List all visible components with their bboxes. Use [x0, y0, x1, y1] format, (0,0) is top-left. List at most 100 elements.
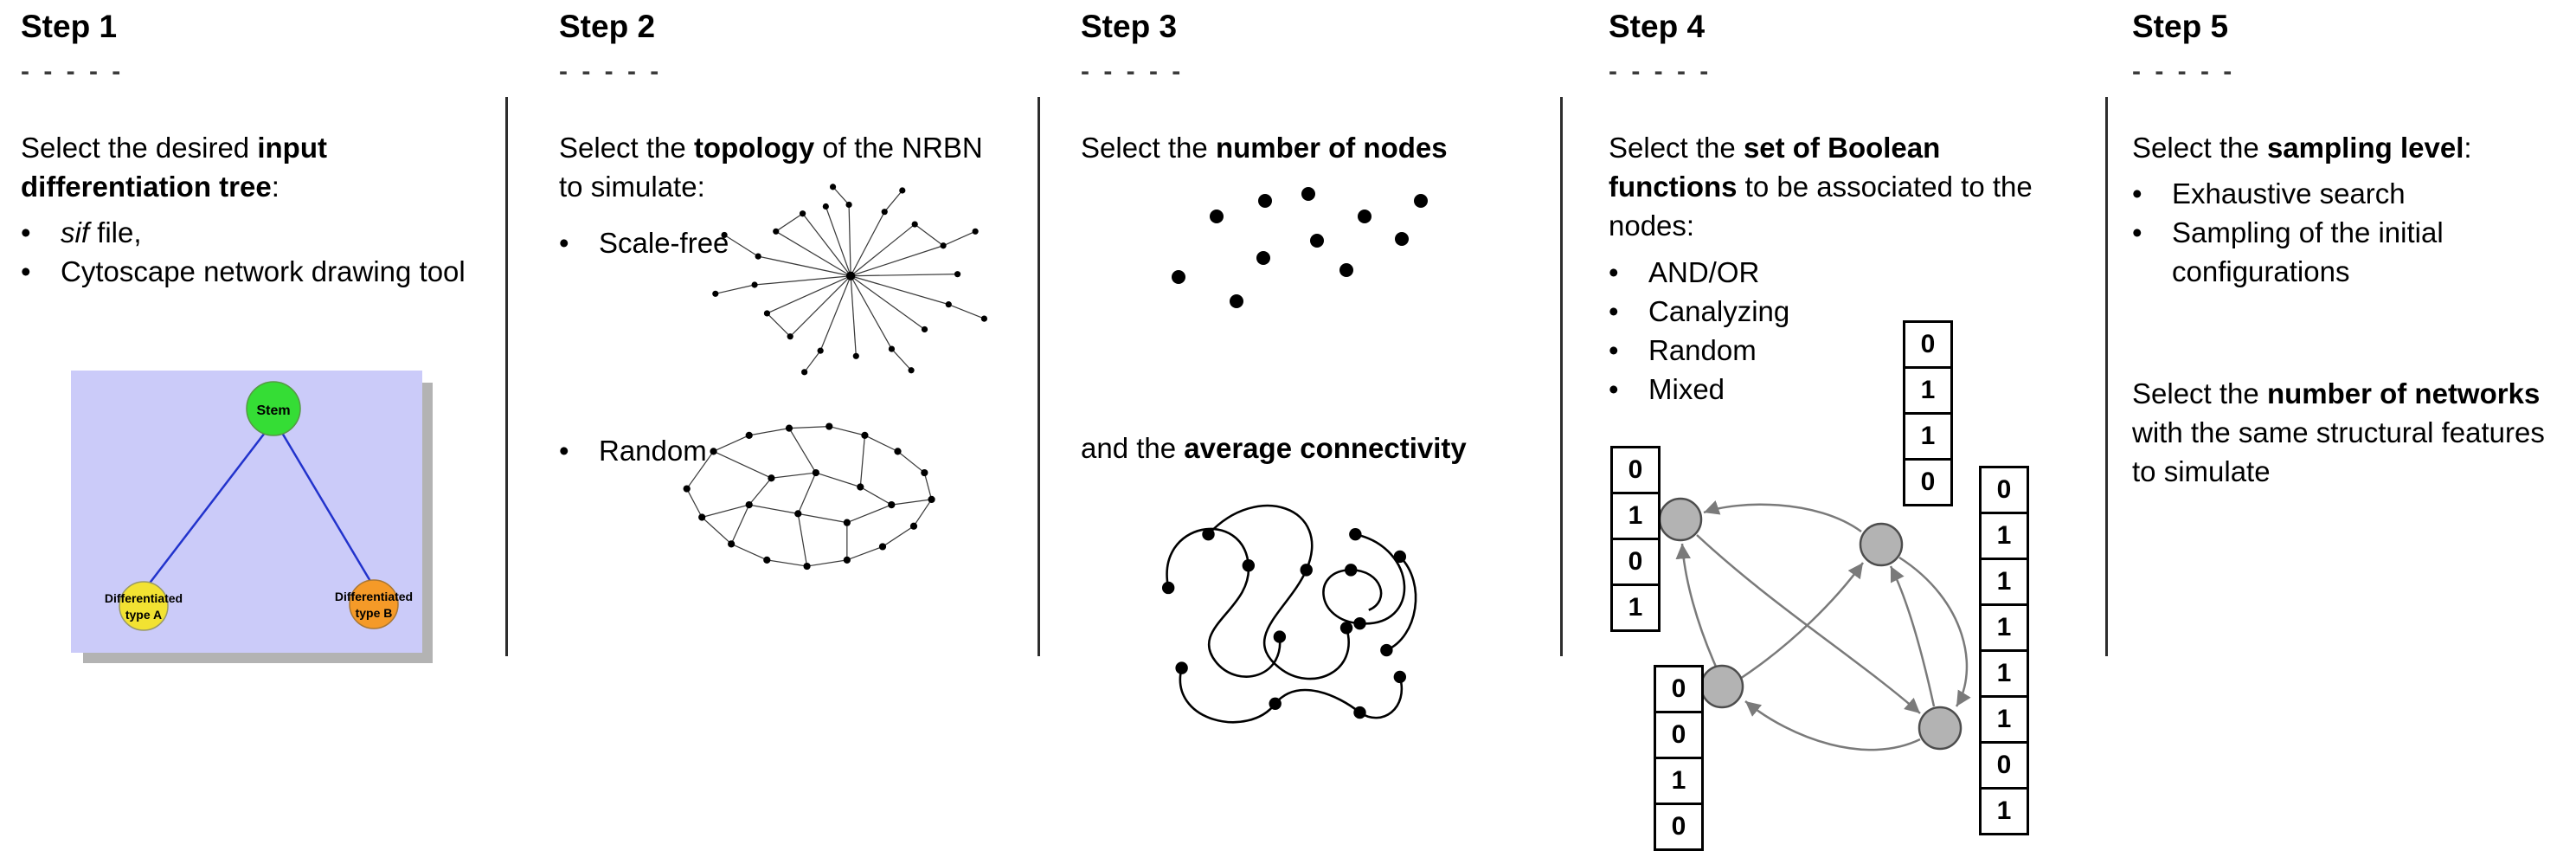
step5-networks-bold: number of networks [2266, 377, 2541, 409]
bullet-label: sif file, [61, 213, 142, 252]
step2-title: Step 2 [559, 9, 656, 44]
step5-intro-pre: Select the [2132, 132, 2267, 164]
truth-table-cell: 0 [1654, 803, 1704, 851]
bullet-marker: • [1609, 256, 1619, 288]
step3-intro-pre: Select the [1081, 132, 1216, 164]
truth-table-cell: 1 [1654, 757, 1704, 805]
truth-table-cell: 1 [1979, 558, 2029, 606]
column-divider-3 [1560, 97, 1563, 656]
connectivity-network-graphic [1161, 504, 1417, 724]
truth-table-cell: 0 [1610, 446, 1661, 494]
tree-edge-a [145, 432, 266, 590]
step4-column: Step 4 - - - - - Select the set of Boole… [1609, 0, 2097, 851]
bullet-item-sif-file: • sif file, [21, 213, 488, 252]
step2-intro-pre: Select the [559, 132, 694, 164]
truth-table-cell: 1 [1979, 649, 2029, 698]
bullet-marker: • [1609, 373, 1619, 405]
step4-intro-pre: Select the [1609, 132, 1744, 164]
step4-dashed-separator: - - - - - [1609, 57, 1712, 86]
type-b-label-line2: type B [356, 606, 393, 620]
step1-intro-bold: input differentiation tree [21, 132, 327, 203]
type-a-label-line1: Differentiated [105, 591, 183, 605]
truth-table-cell: 0 [1979, 466, 2029, 514]
bullet-item-sampling: • Sampling of the initial configurations [2132, 213, 2569, 291]
bullet-label: AND/OR [1648, 256, 1760, 288]
column-divider-4 [2105, 97, 2108, 656]
truth-table-cell: 0 [1903, 320, 1953, 369]
sif-rest: file, [89, 216, 142, 248]
differentiation-tree-figure: Stem Differentiated type A Differentiate… [71, 371, 443, 669]
boolean-node-b [1859, 522, 1904, 567]
bullet-marker: • [21, 216, 31, 248]
stem-node [246, 381, 301, 436]
bullet-marker: • [21, 255, 31, 287]
step1-column: Step 1 - - - - - Select the desired inpu… [21, 0, 488, 851]
bullet-label: Sampling of the initial configurations [2172, 216, 2444, 287]
step3-intro: Select the number of nodes [1081, 128, 1552, 167]
bullet-label: Canalyzing [1648, 295, 1790, 327]
step2-intro-post: of the NRBN to simulate: [559, 132, 983, 203]
step1-intro: Select the desired input differentiation… [21, 128, 488, 206]
step1-intro-pre: Select the desired [21, 132, 258, 164]
step3-intro-bold: number of nodes [1215, 132, 1448, 164]
step5-networks-post: with the same structural features to sim… [2132, 416, 2545, 487]
truth-table-cell: 1 [1610, 583, 1661, 632]
bullet-item-random-fn: • Random [1609, 331, 1894, 370]
step1-dashed-separator: - - - - - [21, 57, 125, 86]
bullet-label: Random [599, 435, 707, 467]
type-a-label-line2: type A [125, 608, 162, 622]
truth-table-cell: 1 [1610, 492, 1661, 540]
step5-intro: Select the sampling level: [2132, 128, 2569, 167]
step4-bullets: • AND/OR • Canalyzing • Random • Mixed [1609, 253, 1894, 409]
bullet-item-andor: • AND/OR [1609, 253, 1894, 292]
bullet-label: Scale-free [599, 227, 729, 259]
step4-intro-bold: set of Boolean functions [1609, 132, 1941, 203]
bullet-marker: • [559, 227, 569, 259]
step5-intro-post: : [2464, 132, 2472, 164]
step1-intro-post: : [271, 171, 279, 203]
truth-table-cell: 1 [1979, 695, 2029, 744]
step5-title: Step 5 [2132, 9, 2229, 44]
bullet-label: Mixed [1648, 373, 1725, 405]
step5-text-block: Select the sampling level: • Exhaustive … [2132, 128, 2569, 291]
step5-column: Step 5 - - - - - Select the sampling lev… [2132, 0, 2569, 851]
truth-table-cell: 0 [1979, 741, 2029, 790]
step4-intro-post: to be associated to the nodes: [1609, 171, 2033, 242]
step1-title: Step 1 [21, 9, 118, 44]
bullet-item-mixed: • Mixed [1609, 370, 1894, 409]
step5-networks-pre: Select the [2132, 377, 2267, 409]
type-a-node [119, 581, 169, 631]
tree-edge-b [280, 432, 376, 588]
step5-networks-text: Select the number of networks with the s… [2132, 374, 2569, 491]
scale-free-network-graphic [712, 184, 988, 376]
differentiation-tree-svg: Stem Differentiated type A Differentiate… [71, 371, 433, 663]
boolean-node-d [1918, 706, 1963, 751]
bullet-item-exhaustive: • Exhaustive search [2132, 174, 2569, 213]
bullet-marker: • [1609, 334, 1619, 366]
step5-intro-bold: sampling level [2266, 132, 2464, 164]
bullet-item-scale-free: • Scale-free [559, 223, 729, 262]
truth-table-top: 0 1 1 0 [1903, 320, 1953, 506]
boolean-network-graphic [1658, 497, 1971, 751]
step4-title: Step 4 [1609, 9, 1706, 44]
step3-dashed-separator: - - - - - [1081, 57, 1185, 86]
stem-label: Stem [256, 403, 290, 418]
sif-italic: sif [61, 216, 89, 248]
bullet-marker: • [559, 435, 569, 467]
bullet-label: Cytoscape network drawing tool [61, 255, 466, 287]
bullet-item-random: • Random [559, 431, 707, 470]
bullet-label: Exhaustive search [2172, 177, 2406, 210]
step1-text-block: Select the desired input differentiation… [21, 128, 488, 291]
step3-title: Step 3 [1081, 9, 1178, 44]
boolean-node-c [1699, 664, 1744, 709]
truth-table-cell: 0 [1610, 538, 1661, 586]
random-network-graphic [683, 422, 935, 571]
truth-table-left: 0 1 0 1 [1610, 446, 1661, 632]
type-b-node [349, 579, 399, 629]
step3-conn-pre: and the [1081, 432, 1185, 464]
boolean-node-a [1658, 497, 1703, 542]
truth-table-right: 0 1 1 1 1 1 0 1 [1979, 466, 2029, 835]
nodes-scatter-graphic [1172, 187, 1428, 308]
step4-intro: Select the set of Boolean functions to b… [1609, 128, 2067, 245]
